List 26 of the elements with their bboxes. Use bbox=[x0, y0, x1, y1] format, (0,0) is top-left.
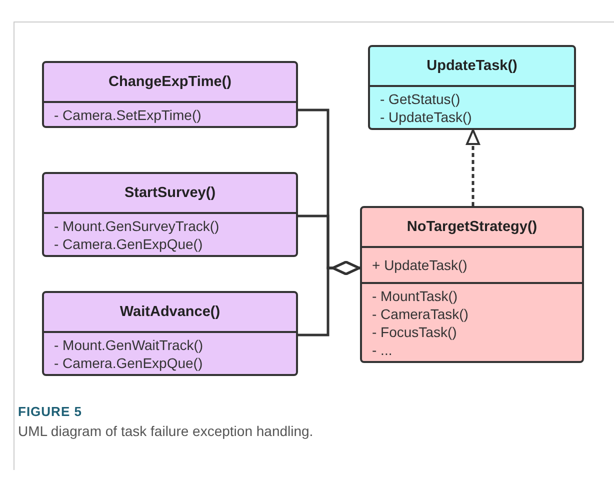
interface-name: UpdateTask() bbox=[426, 58, 518, 74]
figure-caption: UML diagram of task failure exception handling. bbox=[18, 423, 314, 439]
uml-class-box bbox=[42, 291, 298, 376]
method-text: - Camera.GenExpQue() bbox=[54, 354, 203, 372]
method-text: - Mount.GenWaitTrack() bbox=[54, 336, 204, 354]
uml-class-box bbox=[42, 61, 298, 128]
class-name: WaitAdvance() bbox=[120, 304, 220, 320]
uml-class-box bbox=[368, 45, 576, 130]
method-text: - CameraTask() bbox=[372, 305, 468, 323]
method-text: - Camera.SetExpTime() bbox=[54, 106, 202, 124]
method-text: - UpdateTask() bbox=[380, 108, 472, 126]
method-text: - MountTask() bbox=[372, 287, 458, 305]
method-text: - FocusTask() bbox=[372, 323, 457, 341]
method-text: - Camera.GenExpQue() bbox=[54, 235, 203, 253]
method-text: - ... bbox=[372, 341, 392, 359]
method-text: + UpdateTask() bbox=[372, 256, 468, 274]
uml-class-box bbox=[42, 172, 298, 257]
method-text: - Mount.GenSurveyTrack() bbox=[54, 217, 220, 235]
method-text: - GetStatus() bbox=[380, 90, 460, 108]
class-name: ChangeExpTime() bbox=[108, 74, 232, 90]
class-name: StartSurvey() bbox=[124, 185, 216, 201]
realization-arrow bbox=[466, 129, 480, 206]
figure-number: FIGURE 5 bbox=[18, 404, 82, 419]
aggregation-line bbox=[298, 260, 360, 336]
class-name: NoTargetStrategy() bbox=[406, 219, 538, 235]
uml-class-box bbox=[360, 206, 584, 363]
